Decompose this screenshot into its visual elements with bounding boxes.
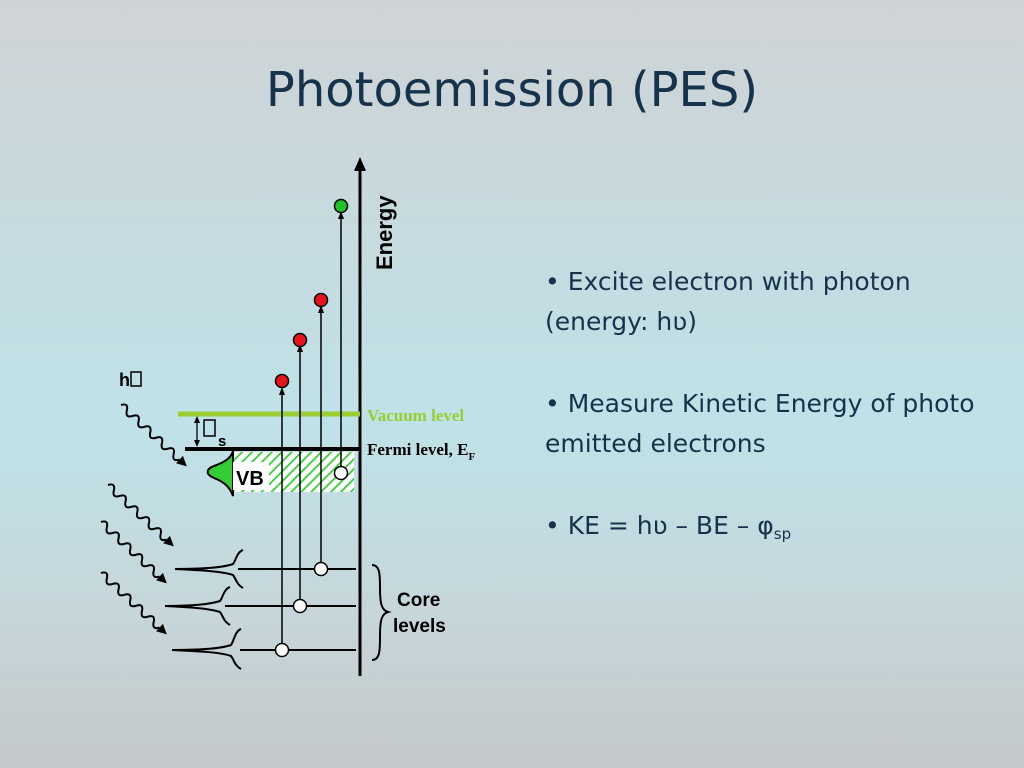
ke-formula-subscript: sp (773, 525, 792, 543)
excitation-arrowhead-core-1 (318, 305, 324, 313)
vb-label-box (233, 462, 269, 490)
ke-formula-main: • KE = hʋ – BE – φ (545, 511, 774, 540)
energy-axis-label: Energy (372, 195, 397, 270)
emitted-electron-green (333, 198, 349, 214)
emitted-electron-red-1 (274, 373, 290, 389)
phi-subscript: s (218, 433, 226, 450)
photon-wave-2 (107, 483, 174, 547)
core-hole-1 (313, 561, 329, 577)
emitted-electron-red-2 (292, 332, 308, 348)
work-function-arrowhead-top (194, 416, 200, 423)
photon-wave-4 (100, 571, 167, 635)
bullet-list: • Excite electron with photon (energy: h… (545, 262, 975, 596)
photon-wave-3 (100, 520, 167, 584)
slide-title: Photoemission (PES) (265, 62, 759, 118)
bullet-ke-formula: • KE = hʋ – BE – φsp (545, 506, 975, 554)
core-hole-3 (274, 642, 290, 658)
core-peak-2 (164, 586, 231, 626)
core-levels-label-line2: levels (393, 616, 446, 637)
core-peak-3 (171, 628, 242, 670)
fermi-level-label: Fermi level, EF (367, 440, 476, 463)
core-levels-label-line1: Core (397, 590, 440, 611)
core-peak-1 (174, 549, 244, 589)
energy-axis-arrowhead (354, 157, 366, 171)
excitation-arrowhead-valence (338, 211, 344, 219)
bullet-excite: • Excite electron with photon (energy: h… (545, 267, 911, 336)
core-hole-2 (292, 598, 308, 614)
excitation-arrowhead-core-2 (297, 344, 303, 352)
bullet-measure: • Measure Kinetic Energy of photo emitte… (545, 389, 975, 458)
valence-band-dos (206, 450, 234, 497)
excitation-arrowhead-core-3 (279, 387, 285, 395)
photon-nu-box (130, 371, 142, 387)
valence-band-label: VB (236, 468, 264, 490)
photon-wave-1 (120, 403, 187, 467)
photon-label: h (119, 370, 130, 390)
core-levels-brace (371, 564, 392, 661)
vacuum-level-label: Vacuum level (367, 406, 464, 425)
work-function-arrowhead-bottom (194, 440, 200, 447)
valence-hole (333, 465, 349, 481)
phi-symbol-box (203, 419, 216, 437)
emitted-electron-red-3 (313, 292, 329, 308)
